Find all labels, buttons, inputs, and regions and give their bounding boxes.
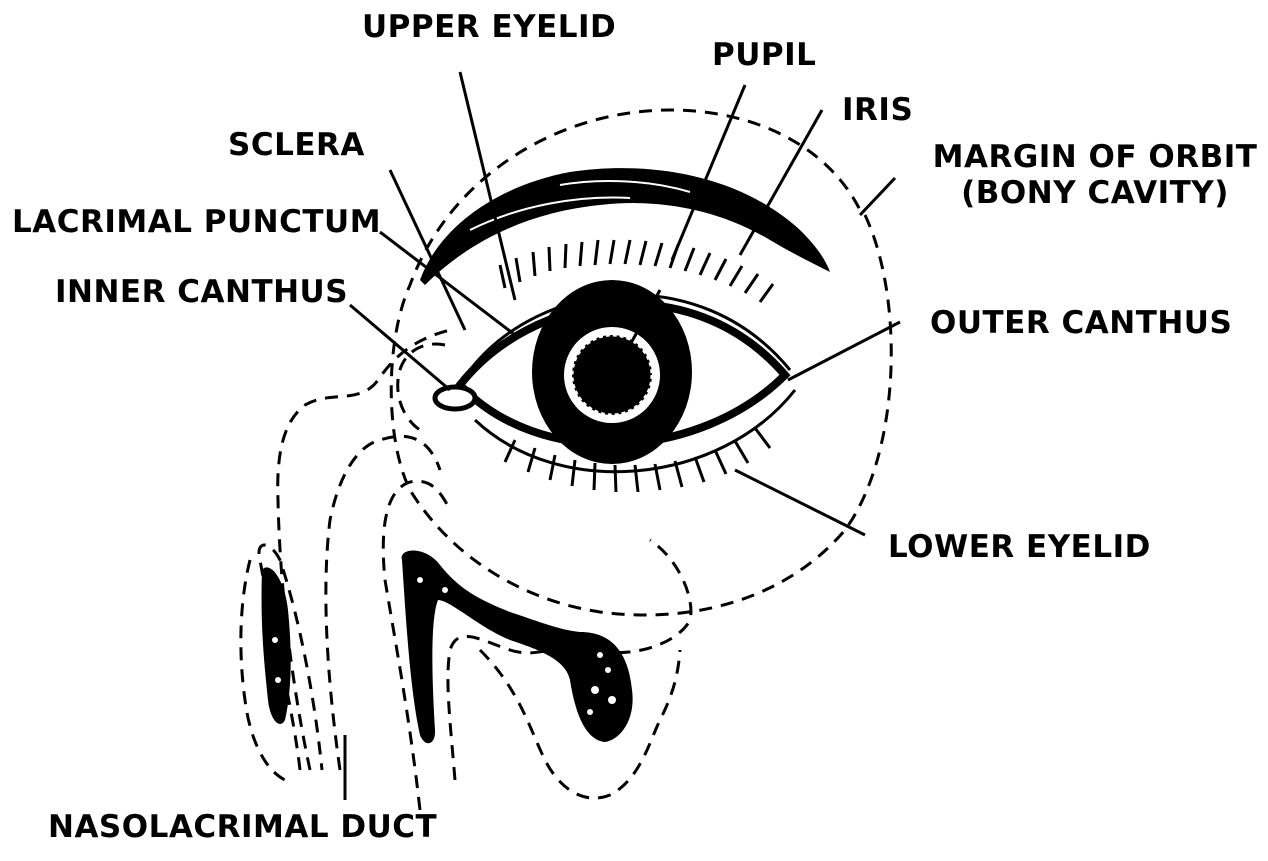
label-lower-eyelid: LOWER EYELID	[888, 530, 1151, 566]
label-nasolacrimal-duct: NASOLACRIMAL DUCT	[48, 810, 437, 846]
label-iris: IRIS	[842, 93, 913, 129]
label-inner-canthus: INNER CANTHUS	[55, 275, 348, 311]
label-lacrimal-punctum: LACRIMAL PUNCTUM	[12, 205, 381, 241]
label-margin-of-orbit-line1: MARGIN OF ORBIT	[930, 140, 1260, 176]
inner-canthus-caruncle	[435, 387, 475, 409]
iris-and-pupil	[532, 280, 692, 464]
eyebrow	[420, 168, 830, 285]
label-pupil: PUPIL	[712, 38, 816, 74]
label-upper-eyelid: UPPER EYELID	[362, 10, 616, 46]
label-sclera: SCLERA	[228, 128, 365, 164]
label-outer-canthus: OUTER CANTHUS	[930, 306, 1232, 342]
label-margin-of-orbit-line2: (BONY CAVITY)	[930, 176, 1260, 212]
bone-shading	[262, 550, 633, 743]
label-margin-of-orbit: MARGIN OF ORBIT (BONY CAVITY)	[930, 140, 1260, 211]
